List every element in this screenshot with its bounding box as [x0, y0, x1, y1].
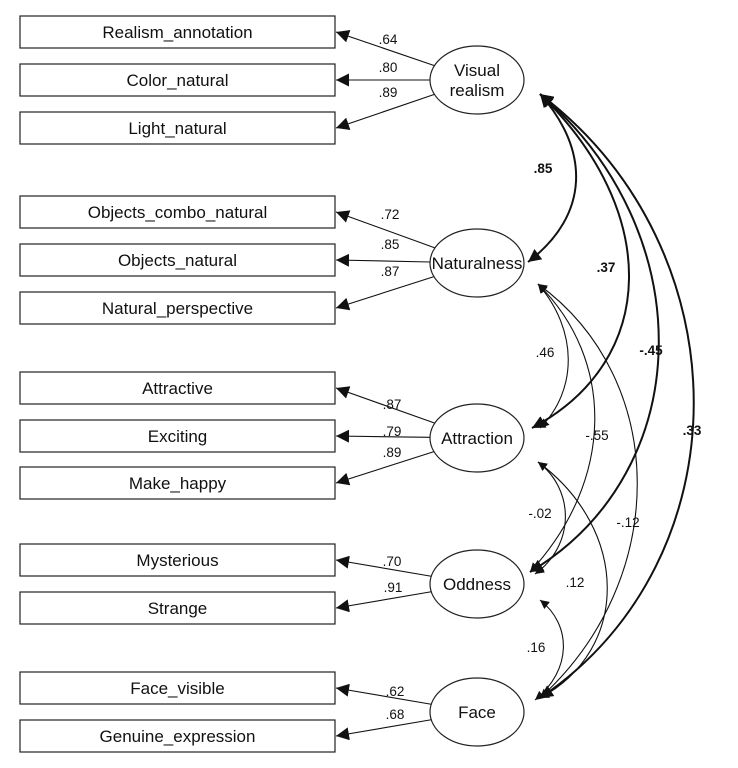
indicator-box-genuine_expression: [19, 719, 336, 753]
correlation-label-visual_realism-naturalness: .85: [534, 161, 553, 176]
latent-label-naturalness: Naturalness: [432, 254, 523, 273]
indicator-label: Realism_annotation: [102, 23, 252, 42]
correlation-arrow-naturalness-face: [537, 283, 638, 699]
loading-arrow-natural_perspective: [335, 276, 435, 311]
indicator-label: Face_visible: [130, 679, 225, 698]
correlation-label-oddness-face: .16: [527, 640, 546, 655]
indicator-label: Color_natural: [126, 71, 228, 90]
correlation-label-attraction-oddness: -.02: [528, 506, 551, 521]
correlation-label-naturalness-oddness: -.55: [585, 428, 608, 443]
indicator-label: Natural_perspective: [102, 299, 253, 318]
loading-label-objects_combo_natural: .72: [381, 207, 400, 222]
loading-label-strange: .91: [384, 580, 403, 595]
latent-ellipse-visual-realism: [429, 45, 525, 115]
indicator-box-light_natural: [19, 111, 336, 145]
latent-label-oddness: Oddness: [443, 575, 511, 594]
correlation-arrow-naturalness-attraction: [537, 283, 569, 429]
latent-label-visual-realism: realism: [450, 81, 505, 100]
correlation-label-naturalness-attraction: .46: [536, 345, 555, 360]
indicator-box-natural_perspective: [19, 291, 336, 325]
loading-label-natural_perspective: .87: [381, 264, 400, 279]
correlation-arrow-attraction-face: [537, 461, 608, 699]
indicator-box-mysterious: [19, 543, 336, 577]
loading-label-make_happy: .89: [383, 445, 402, 460]
correlation-label-naturalness-face: -.12: [616, 515, 639, 530]
indicator-label: Mysterious: [136, 551, 218, 570]
latent-ellipse-face: [429, 677, 525, 747]
indicator-box-color_natural: [19, 63, 336, 97]
loading-label-genuine_expression: .68: [386, 707, 405, 722]
correlation-label-visual_realism-oddness: -.45: [639, 343, 663, 358]
indicator-box-make_happy: [19, 466, 336, 500]
indicator-label: Light_natural: [128, 119, 226, 138]
loading-label-objects_natural: .85: [381, 237, 400, 252]
correlation-arrow-visual_realism-face: [539, 93, 695, 699]
indicator-label: Strange: [148, 599, 208, 618]
loading-arrow-exciting: [335, 429, 431, 443]
latent-ellipse-oddness: [429, 549, 525, 619]
loading-label-light_natural: .89: [379, 85, 398, 100]
indicator-box-strange: [19, 591, 336, 625]
correlation-arrow-naturalness-oddness: [529, 283, 596, 573]
loading-arrow-make_happy: [335, 451, 435, 486]
latent-label-face: Face: [458, 703, 496, 722]
loading-arrow-objects_combo_natural: [335, 210, 436, 249]
indicator-box-attractive: [19, 371, 336, 405]
latent-ellipse-naturalness: [429, 228, 525, 298]
correlation-layer: [527, 93, 695, 701]
indicator-label: Exciting: [148, 427, 208, 446]
indicator-label: Make_happy: [129, 474, 227, 493]
loading-arrow-face_visible: [335, 683, 432, 705]
correlation-label-visual_realism-face: .33: [683, 423, 702, 438]
loading-label-attractive: .87: [383, 397, 402, 412]
indicator-label: Objects_combo_natural: [88, 203, 268, 222]
loading-label-mysterious: .70: [383, 554, 402, 569]
indicator-label: Attractive: [142, 379, 213, 398]
correlation-arrow-visual_realism-oddness: [529, 93, 660, 573]
loading-label-realism_annotation: .64: [379, 32, 398, 47]
loading-label-face_visible: .62: [386, 684, 405, 699]
loading-arrow-light_natural: [335, 93, 435, 130]
indicator-box-objects_combo_natural: [19, 195, 336, 229]
loading-layer: [335, 30, 436, 741]
node-layer: [19, 15, 525, 753]
correlation-label-attraction-face: .12: [566, 575, 585, 590]
indicator-box-objects_natural: [19, 243, 336, 277]
latent-ellipse-attraction: [429, 403, 525, 473]
label-layer: .85 .37 -.45 .33 .46 -.55 -.12 -.02 .12 .16 Realis…: [88, 23, 702, 746]
loading-arrow-objects_natural: [335, 253, 431, 267]
latent-label-visual-realism: Visual: [454, 61, 500, 80]
loading-arrow-strange: [335, 591, 432, 613]
loading-arrow-mysterious: [335, 555, 432, 577]
loading-arrow-attractive: [335, 386, 435, 424]
indicator-box-realism_annotation: [19, 15, 336, 49]
indicator-box-face_visible: [19, 671, 336, 705]
indicator-box-exciting: [19, 419, 336, 453]
latent-label-attraction: Attraction: [441, 429, 513, 448]
correlation-arrow-visual_realism-attraction: [531, 93, 630, 429]
indicator-label: Genuine_expression: [100, 727, 256, 746]
loading-arrow-genuine_expression: [335, 719, 432, 741]
loading-label-color_natural: .80: [379, 60, 398, 75]
loading-label-exciting: .79: [383, 424, 402, 439]
correlation-label-visual_realism-attraction: .37: [597, 260, 616, 275]
loading-arrow-realism_annotation: [335, 30, 435, 67]
indicator-label: Objects_natural: [118, 251, 237, 270]
correlation-arrow-oddness-face: [534, 599, 564, 701]
